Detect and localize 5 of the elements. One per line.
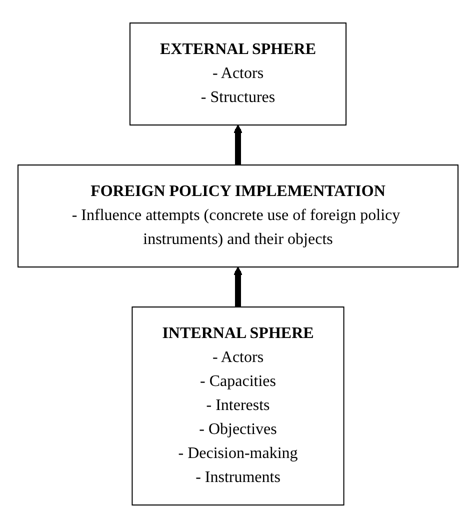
node-box: FOREIGN POLICY IMPLEMENTATION - Influence attempts (concrete use of foreign policy instruments) and their objects	[18, 164, 458, 267]
arrow	[234, 124, 242, 164]
arrow	[234, 266, 242, 306]
node-box: INTERNAL SPHERE - Actors - Capacities - Interests - Objectives - Decision-making - Instruments	[132, 306, 344, 505]
node-box: EXTERNAL SPHERE - Actors - Structures	[129, 22, 347, 125]
